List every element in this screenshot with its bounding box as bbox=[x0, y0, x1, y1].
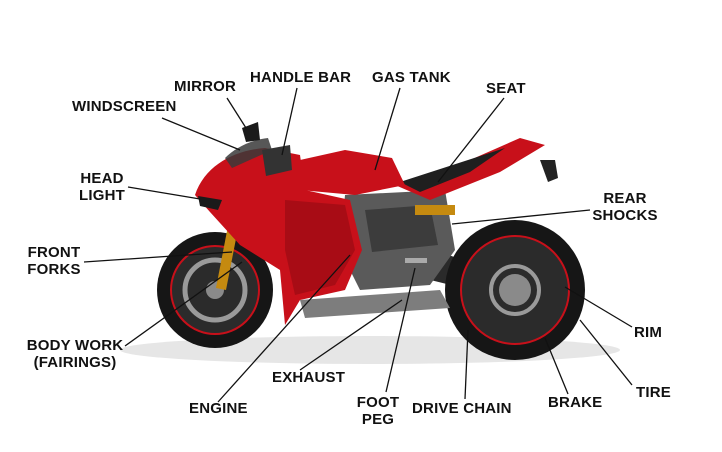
label-drive-chain: DRIVE CHAIN bbox=[412, 400, 512, 417]
label-rear-shocks-line1: REAR bbox=[603, 190, 647, 207]
front-wheel bbox=[157, 232, 273, 348]
label-front-forks: FRONT FORKS bbox=[23, 244, 85, 278]
label-head-light: HEAD LIGHT bbox=[76, 170, 128, 204]
label-gas-tank: GAS TANK bbox=[372, 69, 451, 86]
seat-pad bbox=[400, 148, 505, 192]
label-body-work: BODY WORK (FAIRINGS) bbox=[22, 337, 128, 371]
label-rim: RIM bbox=[634, 324, 663, 341]
mirror-shape bbox=[242, 122, 260, 142]
leader-windscreen bbox=[161, 117, 241, 151]
leader-tire bbox=[579, 319, 633, 386]
handlebar-shape bbox=[262, 145, 292, 176]
leader-rear-shocks bbox=[451, 209, 591, 225]
exhaust-pipe bbox=[300, 290, 450, 318]
label-front-forks-line2: FORKS bbox=[27, 261, 81, 278]
engine-detail bbox=[365, 205, 438, 252]
tail-light-tip bbox=[540, 160, 558, 182]
leader-foot-peg bbox=[385, 267, 416, 393]
rear-hub bbox=[499, 274, 531, 306]
leader-seat bbox=[437, 97, 505, 183]
footpeg-shape bbox=[405, 258, 427, 263]
label-body-work-line2: (FAIRINGS) bbox=[33, 354, 117, 371]
rear-wheel bbox=[445, 220, 585, 360]
label-mirror: MIRROR bbox=[174, 78, 237, 95]
label-foot-peg: FOOT PEG bbox=[352, 394, 404, 428]
label-foot-peg-line2: PEG bbox=[361, 411, 395, 428]
label-head-light-line1: HEAD bbox=[80, 170, 124, 187]
label-brake: BRAKE bbox=[548, 394, 603, 411]
leader-rim bbox=[564, 286, 633, 328]
leader-brake bbox=[544, 337, 569, 395]
rear-brake-disc bbox=[489, 264, 541, 316]
label-foot-peg-line1: FOOT bbox=[356, 394, 400, 411]
leader-front-forks bbox=[83, 251, 233, 263]
front-brake-disc bbox=[182, 257, 248, 323]
gas-tank-shape bbox=[300, 150, 405, 195]
fairing-shade bbox=[285, 200, 355, 295]
leader-gas-tank bbox=[374, 87, 401, 171]
leader-drive-chain bbox=[464, 329, 469, 400]
label-exhaust: EXHAUST bbox=[272, 369, 346, 386]
leader-handle-bar bbox=[281, 87, 298, 156]
rear-shock bbox=[415, 205, 455, 215]
label-engine: ENGINE bbox=[189, 400, 248, 417]
leader-exhaust bbox=[299, 299, 403, 371]
label-front-forks-line1: FRONT bbox=[27, 244, 81, 261]
label-rear-shocks-line2: SHOCKS bbox=[592, 207, 658, 224]
label-head-light-line2: LIGHT bbox=[79, 187, 125, 204]
headlight-shape bbox=[198, 196, 222, 210]
label-windscreen: WINDSCREEN bbox=[72, 98, 177, 115]
windscreen-shape bbox=[225, 138, 272, 168]
label-seat: SEAT bbox=[486, 80, 526, 97]
label-tire: TIRE bbox=[636, 384, 671, 401]
leader-head-light bbox=[127, 186, 201, 200]
leader-engine bbox=[217, 254, 351, 403]
label-rear-shocks: REAR SHOCKS bbox=[585, 190, 665, 224]
leader-body-work bbox=[124, 261, 243, 347]
leader-mirror bbox=[226, 97, 247, 129]
label-body-work-line1: BODY WORK bbox=[26, 337, 124, 354]
label-handle-bar: HANDLE BAR bbox=[250, 69, 352, 86]
leader-lines bbox=[83, 87, 633, 403]
